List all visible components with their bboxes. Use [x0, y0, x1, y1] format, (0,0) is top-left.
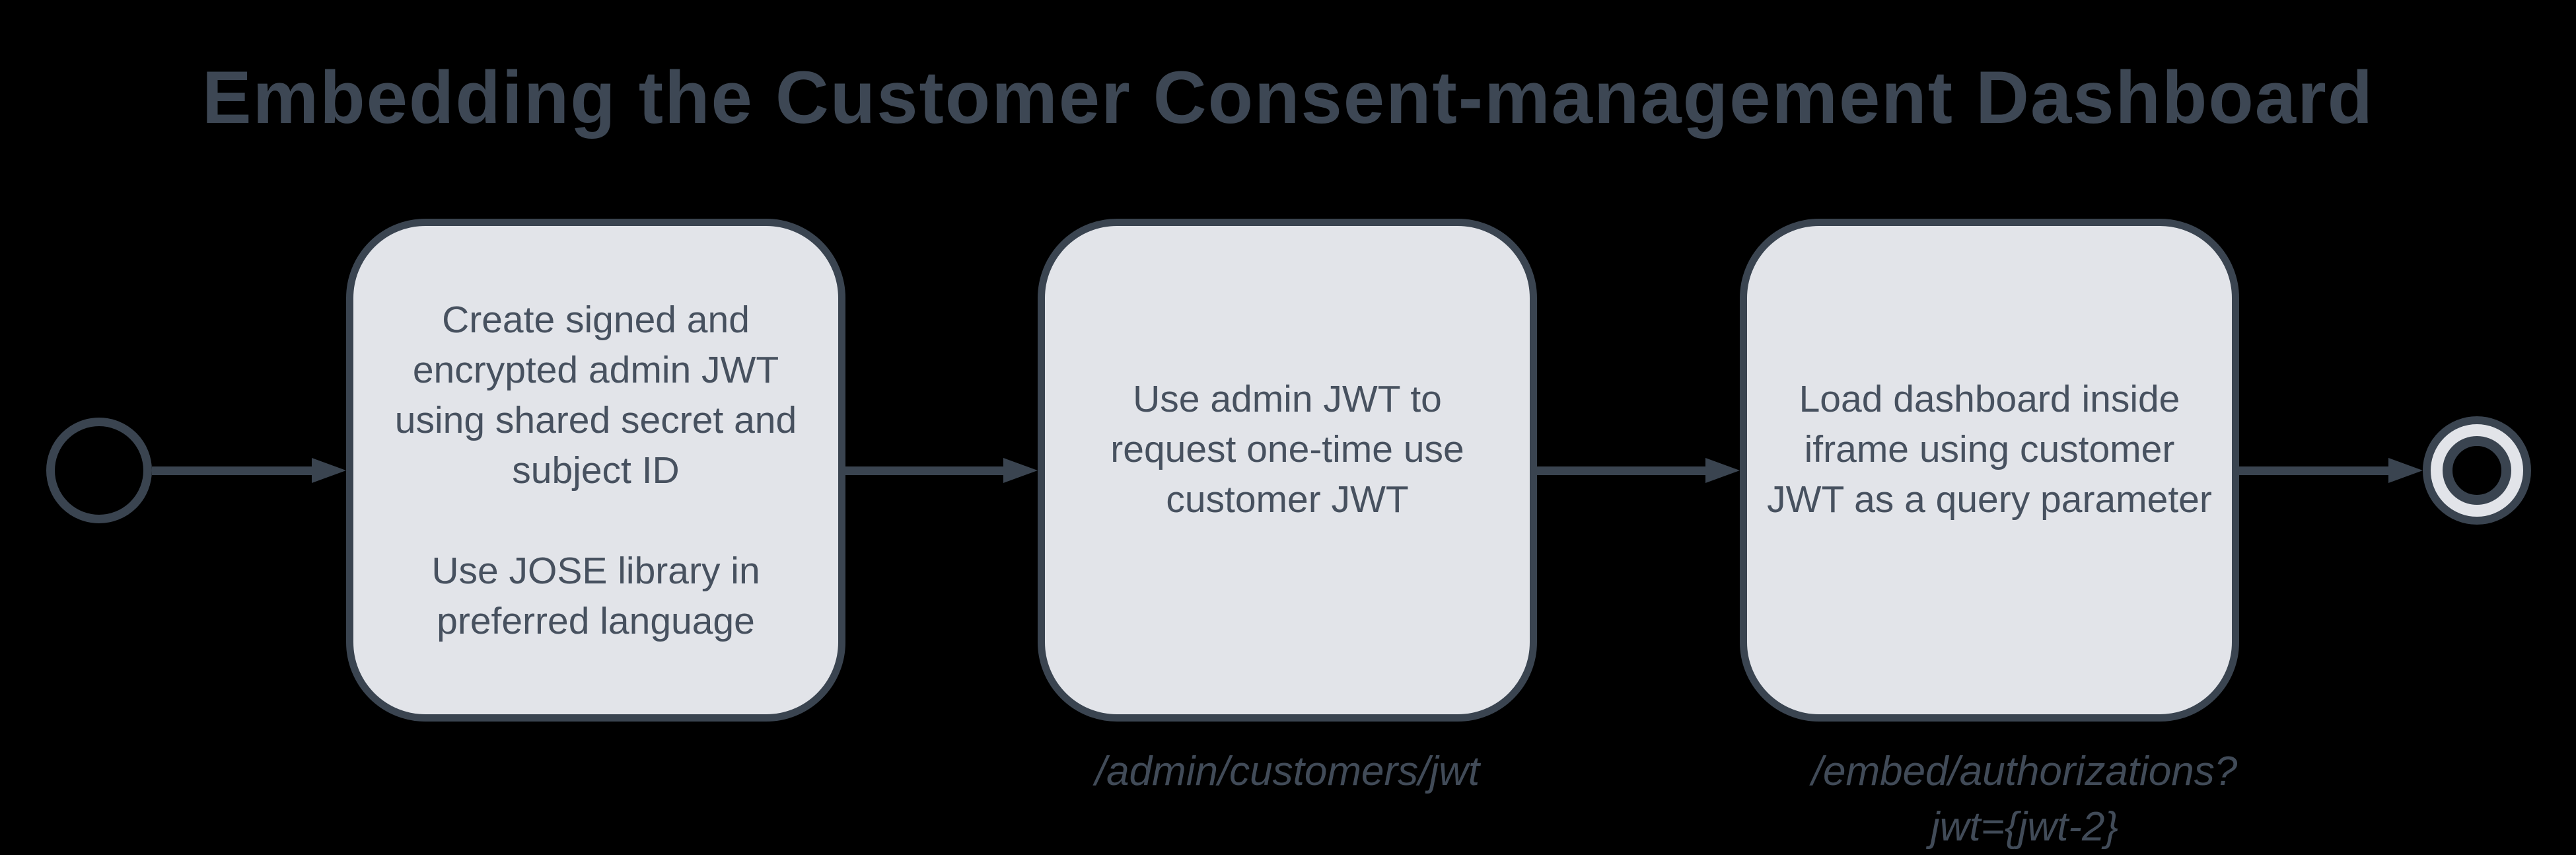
state-text-line: Use JOSE library in	[431, 549, 760, 592]
state-text-line: Create signed and	[442, 298, 750, 341]
state-text-line: preferred language	[437, 599, 755, 642]
end-state-node	[2423, 416, 2531, 525]
arrow-shaft	[152, 466, 312, 475]
arrowhead-icon	[1705, 458, 1740, 483]
state-box-load-dashboard: Load dashboard inside iframe using custo…	[1740, 219, 2239, 722]
arrow-shaft	[845, 466, 1003, 475]
endpoint-caption-admin-customers-jwt: /admin/customers/jwt	[1094, 749, 1480, 794]
state-box-create-admin-jwt: Create signed and encrypted admin JWT us…	[346, 219, 845, 722]
arrowhead-icon	[312, 458, 346, 483]
state-text-line: request one-time use	[1110, 428, 1464, 470]
arrow-shaft	[1537, 466, 1705, 475]
state-text-line: customer JWT	[1166, 478, 1409, 521]
state-text-line: using shared secret and	[394, 398, 797, 441]
diagram-title: Embedding the Customer Consent-managemen…	[201, 56, 2375, 139]
state-text-line: encrypted admin JWT	[412, 348, 779, 391]
state-text-line: iframe using customer	[1804, 428, 2175, 470]
state-box-request-customer-jwt: Use admin JWT to request one-time use cu…	[1038, 219, 1537, 722]
state-text-line-blank	[353, 496, 838, 546]
arrowhead-icon	[1003, 458, 1038, 483]
state-text-line: JWT as a query parameter	[1767, 478, 2212, 521]
endpoint-caption-embed-authorizations: /embed/authorizations?jwt={jwt-2}	[1811, 749, 2238, 850]
end-state-inner-ring	[2443, 436, 2511, 505]
arrow-shaft	[2239, 466, 2388, 475]
start-state-node	[46, 418, 152, 523]
arrowhead-icon	[2388, 458, 2423, 483]
state-text-line: Load dashboard inside	[1799, 377, 2180, 420]
state-box-text: Create signed and encrypted admin JWT us…	[353, 295, 838, 646]
state-box-text: Use admin JWT to request one-time use cu…	[1045, 374, 1530, 567]
state-text-line: Use admin JWT to	[1133, 377, 1442, 420]
state-box-text: Load dashboard inside iframe using custo…	[1747, 374, 2232, 567]
state-text-line: subject ID	[512, 449, 680, 492]
